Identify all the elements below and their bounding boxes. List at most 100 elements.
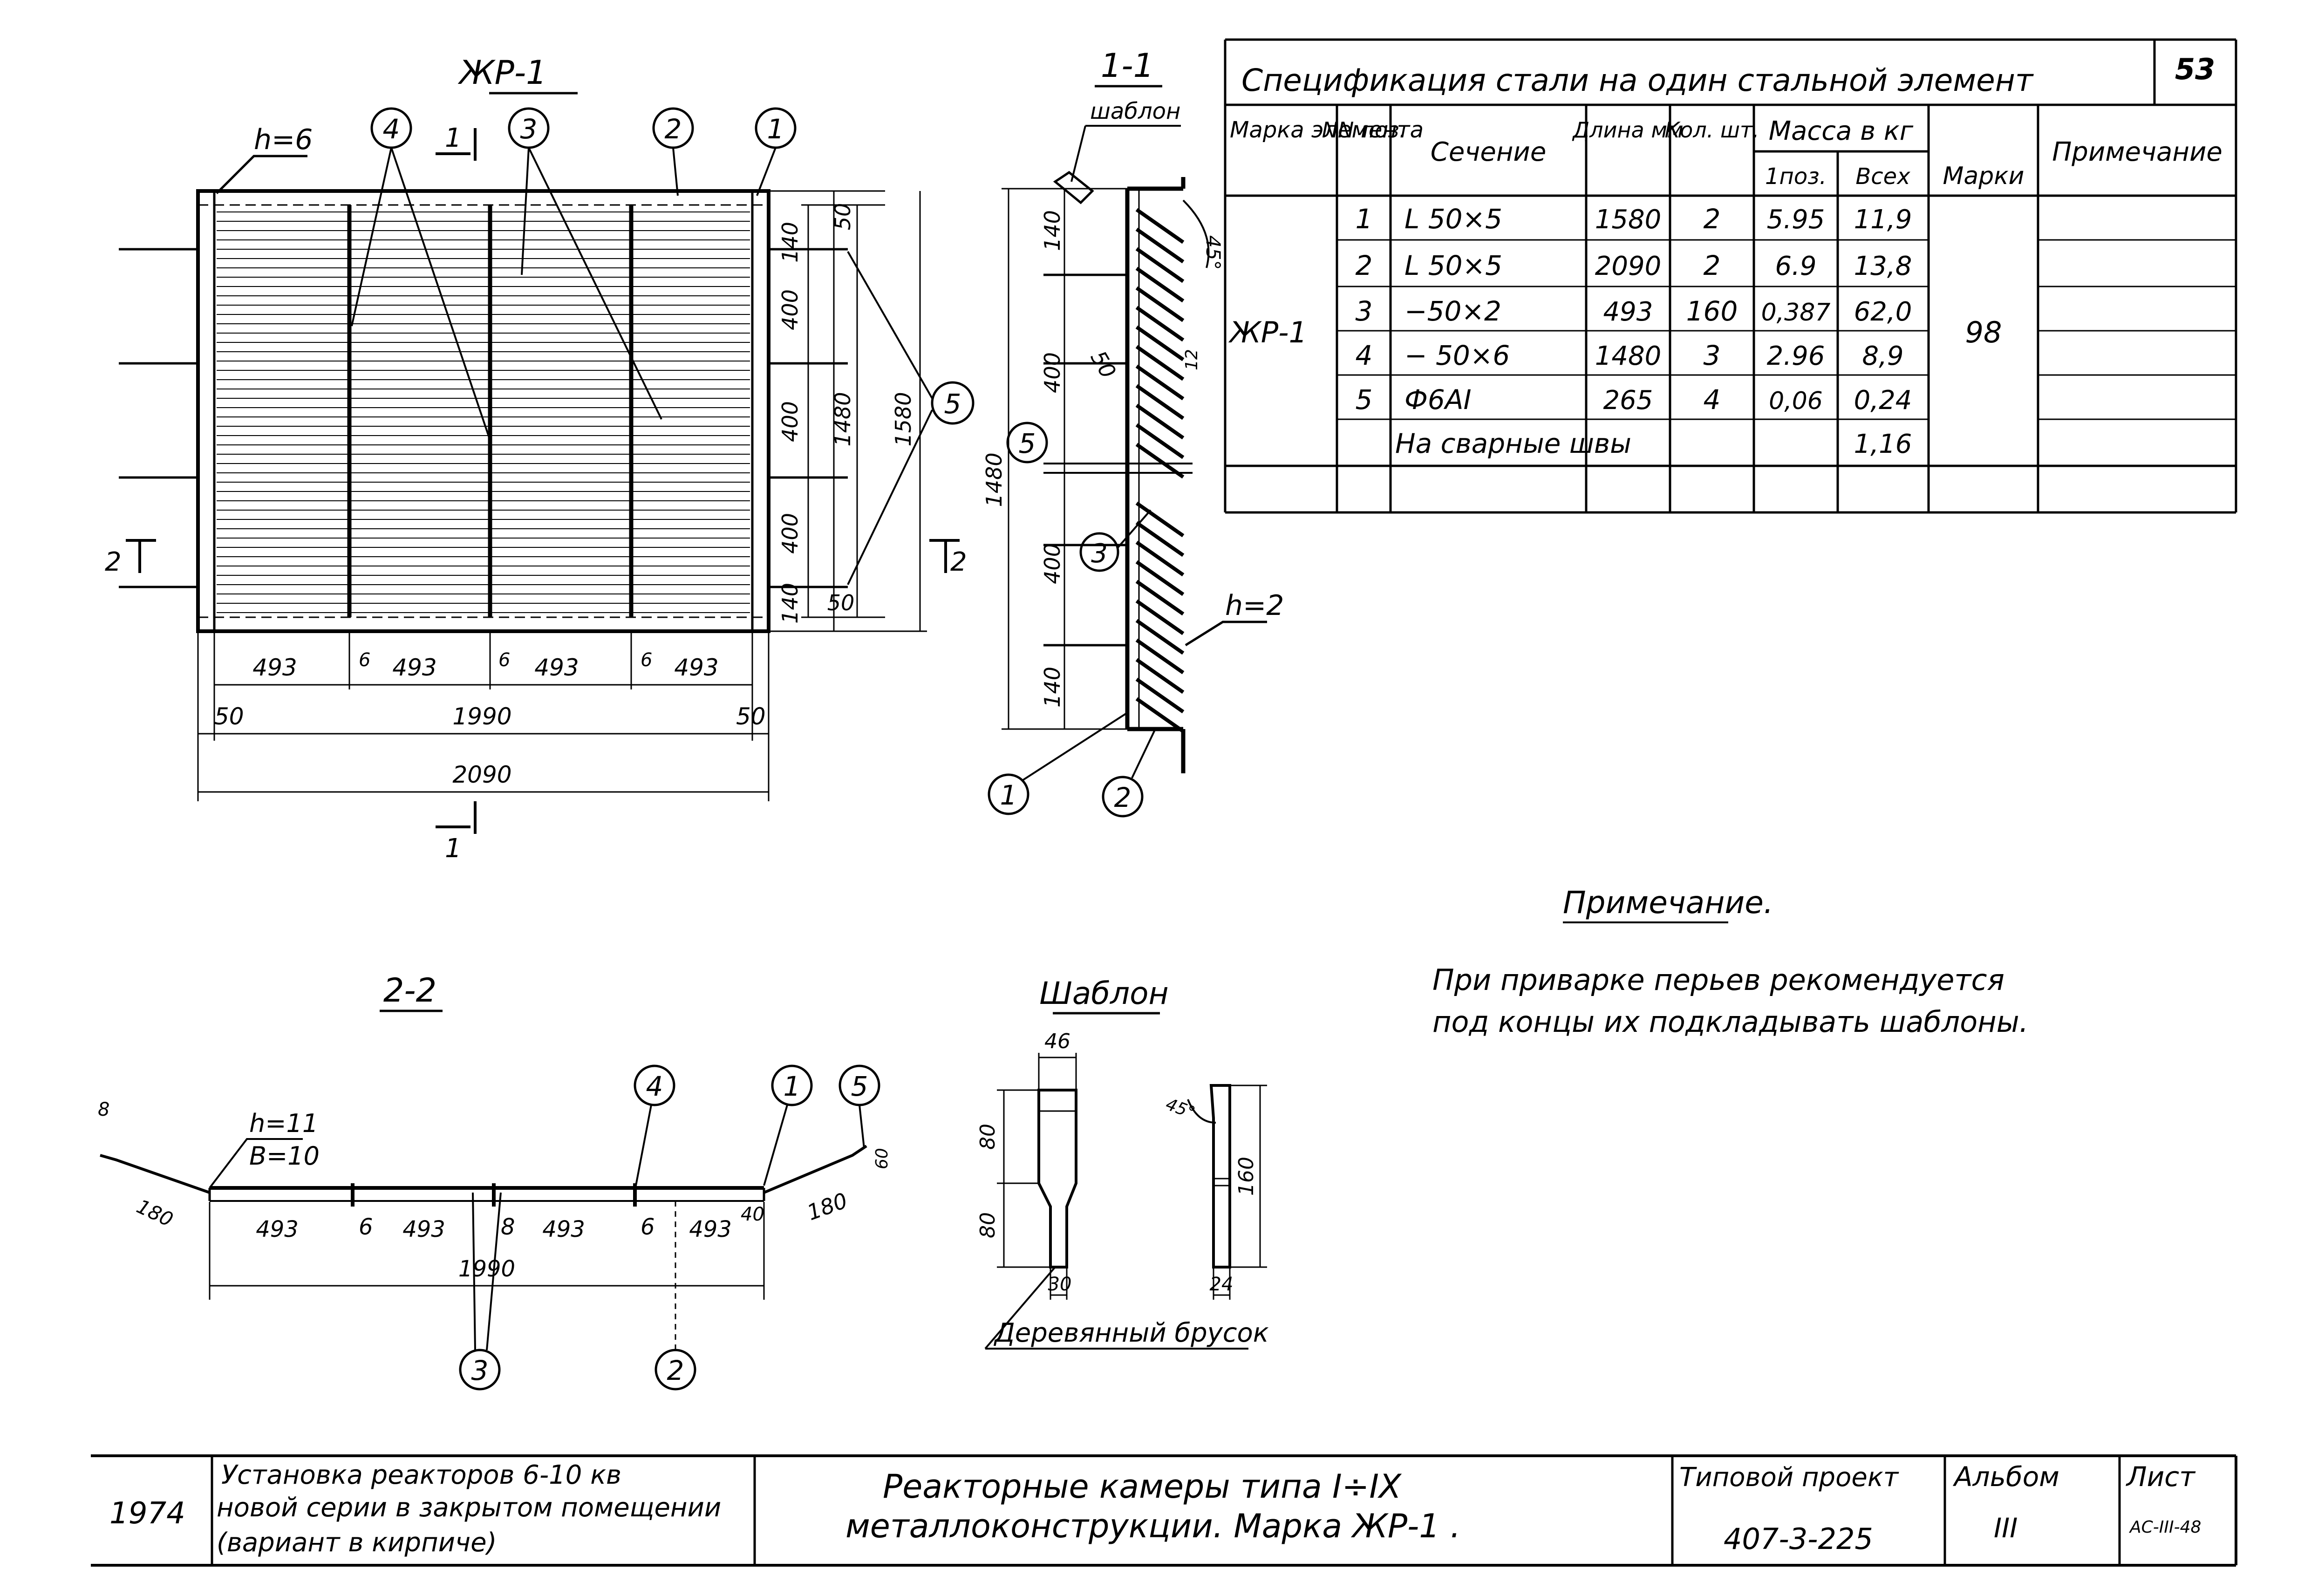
svg-text:400: 400 <box>1040 543 1065 584</box>
row1-section: L 50×5 <box>1404 203 1502 235</box>
svg-text:60: 60 <box>873 1148 892 1169</box>
section-11-angle: 45° <box>1182 199 1225 270</box>
header-mass-all: Всех <box>1855 164 1910 190</box>
svg-text:3: 3 <box>1091 539 1108 569</box>
callout-3-22: 3 <box>459 1192 502 1391</box>
svg-text:h=2: h=2 <box>1225 589 1284 622</box>
callout-1-main: 1 <box>755 107 797 196</box>
title-block <box>91 1454 2237 1567</box>
header-section: Сечение <box>1431 137 1547 167</box>
svg-text:8: 8 <box>501 1214 515 1240</box>
row5-length: 265 <box>1603 385 1653 416</box>
row3-qty: 160 <box>1686 295 1738 327</box>
section-slat <box>1135 208 1185 244</box>
svg-text:50: 50 <box>214 703 244 730</box>
svg-text:2: 2 <box>1114 782 1132 813</box>
row2-qty: 2 <box>1704 250 1721 281</box>
stamp-title2: металлоконструкции. Марка ЖР-1 . <box>845 1507 1460 1545</box>
svg-text:B=10: B=10 <box>249 1141 320 1171</box>
section-slat <box>1135 619 1185 655</box>
row5-mass-all: 0,24 <box>1854 385 1912 416</box>
dim-bottom-labels: 493 6 493 6 493 6 493 50 1990 50 2090 <box>214 649 766 788</box>
dim-vertical-labels: 140 400 400 400 140 50 1480 1580 50 <box>777 203 916 624</box>
section-slat <box>1135 403 1185 440</box>
section-slat <box>1135 227 1185 264</box>
section-slat <box>1135 658 1185 694</box>
cut-mark-left <box>126 539 156 573</box>
svg-text:1580: 1580 <box>891 392 916 446</box>
svg-text:140: 140 <box>777 222 803 263</box>
section-slat <box>1135 345 1185 381</box>
callout-2-22: 2 <box>654 1202 696 1391</box>
svg-text:3: 3 <box>471 1355 489 1386</box>
svg-text:140: 140 <box>1040 667 1065 708</box>
svg-text:5: 5 <box>944 388 961 420</box>
stamp-desc2: новой серии в закрытом помещении <box>217 1493 721 1523</box>
cut-mark-bottom <box>436 801 477 834</box>
svg-text:493: 493 <box>392 654 436 681</box>
row3-pos: 3 <box>1356 295 1373 327</box>
row4-mass: 2.96 <box>1767 341 1825 371</box>
section-slat <box>1135 364 1185 401</box>
section-slat <box>1135 266 1185 303</box>
spec-table <box>1224 38 2237 514</box>
svg-text:400: 400 <box>777 401 803 442</box>
template-label: шаблон <box>1090 98 1180 124</box>
template-dim-labels: 46 80 80 30 24 160 45° <box>976 1030 1258 1295</box>
template-front <box>1037 1089 1077 1269</box>
stamp-desc3: (вариант в кирпиче) <box>217 1528 497 1558</box>
header-marka: Марка элемента <box>1230 117 1424 143</box>
row4-pos: 4 <box>1356 340 1373 371</box>
svg-text:1480: 1480 <box>830 392 855 446</box>
svg-text:493: 493 <box>534 654 579 681</box>
row3-section: −50×2 <box>1404 295 1501 327</box>
svg-text:50: 50 <box>736 703 766 730</box>
svg-text:12: 12 <box>1182 349 1201 370</box>
row1-mass: 5.95 <box>1767 205 1825 235</box>
header-mass-pos: 1поз. <box>1765 164 1827 190</box>
spec-title: Спецификация стали на один стальной элем… <box>1241 62 2034 98</box>
stamp-album-value: III <box>1994 1512 2018 1544</box>
callout-1-section: 1 <box>988 712 1128 815</box>
svg-text:400: 400 <box>1040 352 1065 393</box>
row3-mass-all: 62,0 <box>1854 297 1912 327</box>
row2-length: 2090 <box>1595 251 1662 281</box>
grating-slats <box>217 211 750 613</box>
stamp-album-label: Альбом <box>1952 1461 2059 1493</box>
svg-text:493: 493 <box>689 1216 732 1242</box>
callout-1-22: 1 <box>763 1064 813 1186</box>
row4-length: 1480 <box>1595 341 1662 371</box>
template-title: Шаблон <box>1039 975 1168 1011</box>
svg-text:5: 5 <box>1019 428 1036 459</box>
welds-mass: 1,16 <box>1854 429 1912 459</box>
svg-text:1: 1 <box>784 1071 801 1102</box>
svg-text:1990: 1990 <box>452 703 511 730</box>
callout-5-main: 5 <box>847 251 975 585</box>
row2-mass-all: 13,8 <box>1854 251 1912 281</box>
svg-text:h=6: h=6 <box>254 123 313 156</box>
section-slat <box>1135 677 1185 714</box>
callout-2-main: 2 <box>652 107 694 196</box>
svg-text:493: 493 <box>402 1216 445 1242</box>
row2-pos: 2 <box>1356 250 1373 281</box>
header-mass: Масса в кг <box>1769 116 1914 146</box>
svg-text:40: 40 <box>741 1204 764 1225</box>
section-slat <box>1135 580 1185 616</box>
svg-text:400: 400 <box>777 513 803 554</box>
section-11-slats <box>1135 208 1185 733</box>
svg-text:80: 80 <box>976 1212 1000 1238</box>
weld-h6: h=6 <box>216 123 313 194</box>
spec-row-lines <box>1337 239 2236 420</box>
section-slat <box>1135 443 1185 479</box>
svg-text:493: 493 <box>542 1216 585 1242</box>
svg-text:493: 493 <box>252 654 297 681</box>
svg-text:45°: 45° <box>1202 235 1225 270</box>
row4-mass-all: 8,9 <box>1862 341 1903 371</box>
row5-qty: 4 <box>1704 384 1721 416</box>
section-11-title: 1-1 <box>1101 47 1154 85</box>
section-slat <box>1135 306 1185 342</box>
stamp-list-label: Лист <box>2126 1461 2196 1493</box>
note-line1: При приварке перьев рекомендуется <box>1432 963 2004 997</box>
svg-text:4: 4 <box>383 113 400 145</box>
svg-text:6: 6 <box>641 649 652 671</box>
